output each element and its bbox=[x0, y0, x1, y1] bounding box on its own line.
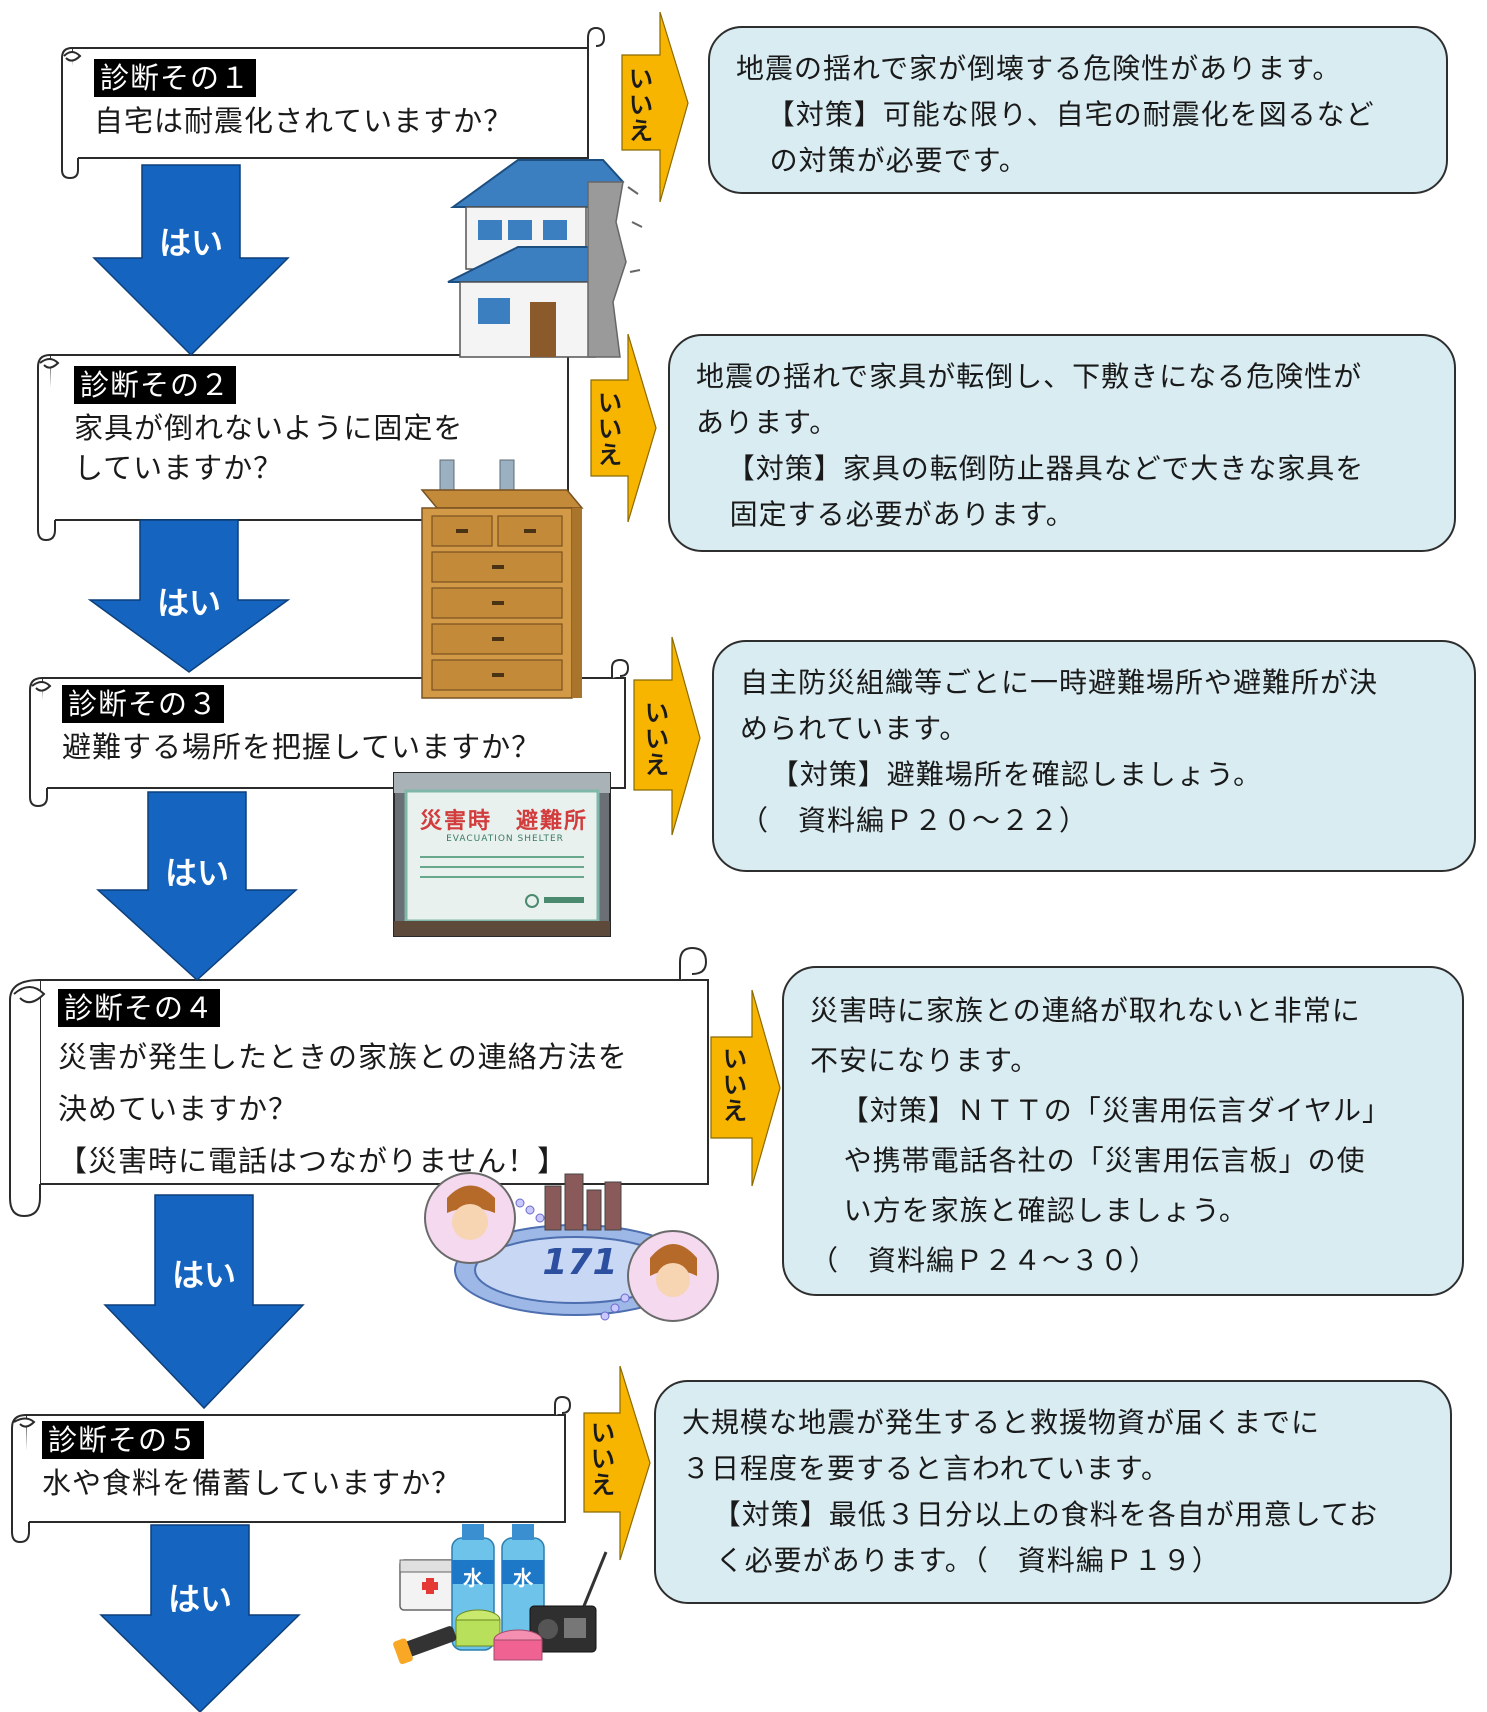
advice-2-line-2: あります。 bbox=[696, 406, 839, 439]
shelter-sign-english: EVACUATION SHELTER bbox=[446, 834, 564, 844]
advice-3-line-1: 自主防災組織等ごとに一時避難場所や避難所が決 bbox=[740, 666, 1379, 699]
advice-2-line-3: 【対策】家具の転倒防止器具などで大きな家具を bbox=[726, 452, 1365, 485]
advice-3-line-3: 【対策】避難場所を確認しましょう。 bbox=[770, 758, 1263, 791]
no-label-4: いいえ bbox=[723, 1045, 747, 1125]
dresser-illustration bbox=[420, 459, 584, 699]
advice-4-line-6: （ 資料編Ｐ２４～３０） bbox=[810, 1244, 1159, 1277]
advice-5-line-4: く必要があります。（ 資料編Ｐ１９） bbox=[715, 1544, 1221, 1577]
diagnosis-1-question-box: 診断その１ 自宅は耐震化されていますか？ bbox=[94, 58, 574, 141]
no-arrow-2 bbox=[590, 333, 657, 523]
advice-4-line-5: い方を家族と確認しましょう。 bbox=[843, 1194, 1248, 1227]
diagnosis-1-label: 診断その１ bbox=[94, 59, 257, 97]
shelter-sign-photo bbox=[393, 772, 611, 937]
advice-box-3: 自主防災組織等ごとに一時避難場所や避難所が決 められています。 【対策】避難場所… bbox=[712, 640, 1476, 872]
no-arrow-4 bbox=[710, 989, 781, 1187]
advice-3-line-2: められています。 bbox=[740, 712, 969, 745]
no-label-5: いいえ bbox=[591, 1419, 615, 1499]
yes-arrow-4 bbox=[103, 1194, 305, 1410]
no-arrow-1 bbox=[621, 11, 689, 203]
yes-label-4: はい bbox=[171, 1256, 236, 1294]
advice-box-2: 地震の揺れで家具が転倒し、下敷きになる危険性が あります。 【対策】家具の転倒防… bbox=[668, 334, 1456, 552]
water-label-2: 水 bbox=[513, 1566, 533, 1590]
scroll-banner-4 bbox=[9, 946, 709, 1218]
diagnosis-4-question-box: 診断その４ 災害が発生したときの家族との連絡方法を 決めていますか？ 【災害時に… bbox=[58, 988, 698, 1187]
no-arrow-5 bbox=[583, 1365, 651, 1561]
yes-arrow-3 bbox=[96, 791, 298, 982]
yes-label-1: はい bbox=[158, 224, 223, 262]
supplies-illustration bbox=[393, 1524, 608, 1665]
advice-5-line-3: 【対策】最低３日分以上の食料を各自が用意してお bbox=[712, 1498, 1379, 1531]
diagnosis-1-question: 自宅は耐震化されていますか？ bbox=[94, 104, 514, 138]
diagnosis-5-question: 水や食料を備蓄していますか？ bbox=[42, 1466, 462, 1500]
diagnosis-4-label: 診断その４ bbox=[58, 989, 221, 1027]
yes-label-2: はい bbox=[156, 584, 221, 622]
yes-arrow-5 bbox=[99, 1524, 301, 1712]
diagnosis-3-question-box: 診断その３ 避難する場所を把握していますか？ bbox=[62, 684, 622, 767]
advice-1-line-3: の対策が必要です。 bbox=[769, 144, 1028, 177]
advice-2-line-4: 固定する必要があります。 bbox=[729, 498, 1075, 531]
advice-3-line-4: （ 資料編Ｐ２０～２２） bbox=[740, 804, 1089, 837]
water-label-1: 水 bbox=[463, 1566, 483, 1590]
diagnosis-5-label: 診断その５ bbox=[42, 1421, 205, 1459]
dial-number: 171 bbox=[542, 1242, 618, 1283]
diagnosis-2-question: 家具が倒れないように固定を していますか？ bbox=[74, 411, 464, 485]
no-label-1: いいえ bbox=[629, 65, 653, 145]
yes-arrow-1 bbox=[92, 164, 290, 357]
diagnosis-3-question: 避難する場所を把握していますか？ bbox=[62, 730, 542, 764]
advice-4-line-4: や携帯電話各社の「災害用伝言板」の使 bbox=[843, 1144, 1366, 1177]
advice-box-1: 地震の揺れで家が倒壊する危険性があります。 【対策】可能な限り、自宅の耐震化を図… bbox=[708, 26, 1448, 194]
diagnosis-4-question: 災害が発生したときの家族との連絡方法を 決めていますか？ 【災害時に電話はつなが… bbox=[58, 1040, 628, 1178]
advice-4-line-3: 【対策】ＮＴＴの「災害用伝言ダイヤル」 bbox=[840, 1094, 1391, 1127]
yes-label-3: はい bbox=[164, 854, 229, 892]
dial-171-illustration bbox=[424, 1172, 719, 1322]
advice-4-line-2: 不安になります。 bbox=[810, 1044, 1040, 1077]
advice-5-line-2: ３日程度を要すると言われています。 bbox=[682, 1452, 1170, 1485]
advice-1-line-1: 地震の揺れで家が倒壊する危険性があります。 bbox=[736, 52, 1342, 85]
advice-5-line-1: 大規模な地震が発生すると救援物資が届くまでに bbox=[682, 1406, 1321, 1439]
advice-box-4: 災害時に家族との連絡が取れないと非常に 不安になります。 【対策】ＮＴＴの「災害… bbox=[782, 966, 1464, 1296]
diagnosis-3-label: 診断その３ bbox=[62, 685, 225, 723]
diagnosis-5-question-box: 診断その５ 水や食料を備蓄していますか？ bbox=[42, 1420, 552, 1503]
advice-1-line-2: 【対策】可能な限り、自宅の耐震化を図るなど bbox=[766, 98, 1375, 131]
advice-4-line-1: 災害時に家族との連絡が取れないと非常に bbox=[810, 994, 1361, 1027]
diagnosis-2-label: 診断その２ bbox=[74, 366, 237, 404]
yes-arrow-2 bbox=[87, 519, 291, 673]
diagnosis-2-question-box: 診断その２ 家具が倒れないように固定を していますか？ bbox=[74, 365, 494, 488]
house-illustration bbox=[447, 159, 643, 358]
advice-2-line-1: 地震の揺れで家具が転倒し、下敷きになる危険性が bbox=[696, 360, 1363, 393]
no-label-3: いいえ bbox=[645, 699, 669, 779]
shelter-sign-title: 災害時 避難所 bbox=[419, 809, 588, 834]
no-arrow-3 bbox=[633, 636, 701, 836]
no-label-2: いいえ bbox=[598, 389, 622, 469]
yes-label-5: はい bbox=[167, 1580, 232, 1618]
advice-box-5: 大規模な地震が発生すると救援物資が届くまでに ３日程度を要すると言われています。… bbox=[654, 1380, 1452, 1604]
